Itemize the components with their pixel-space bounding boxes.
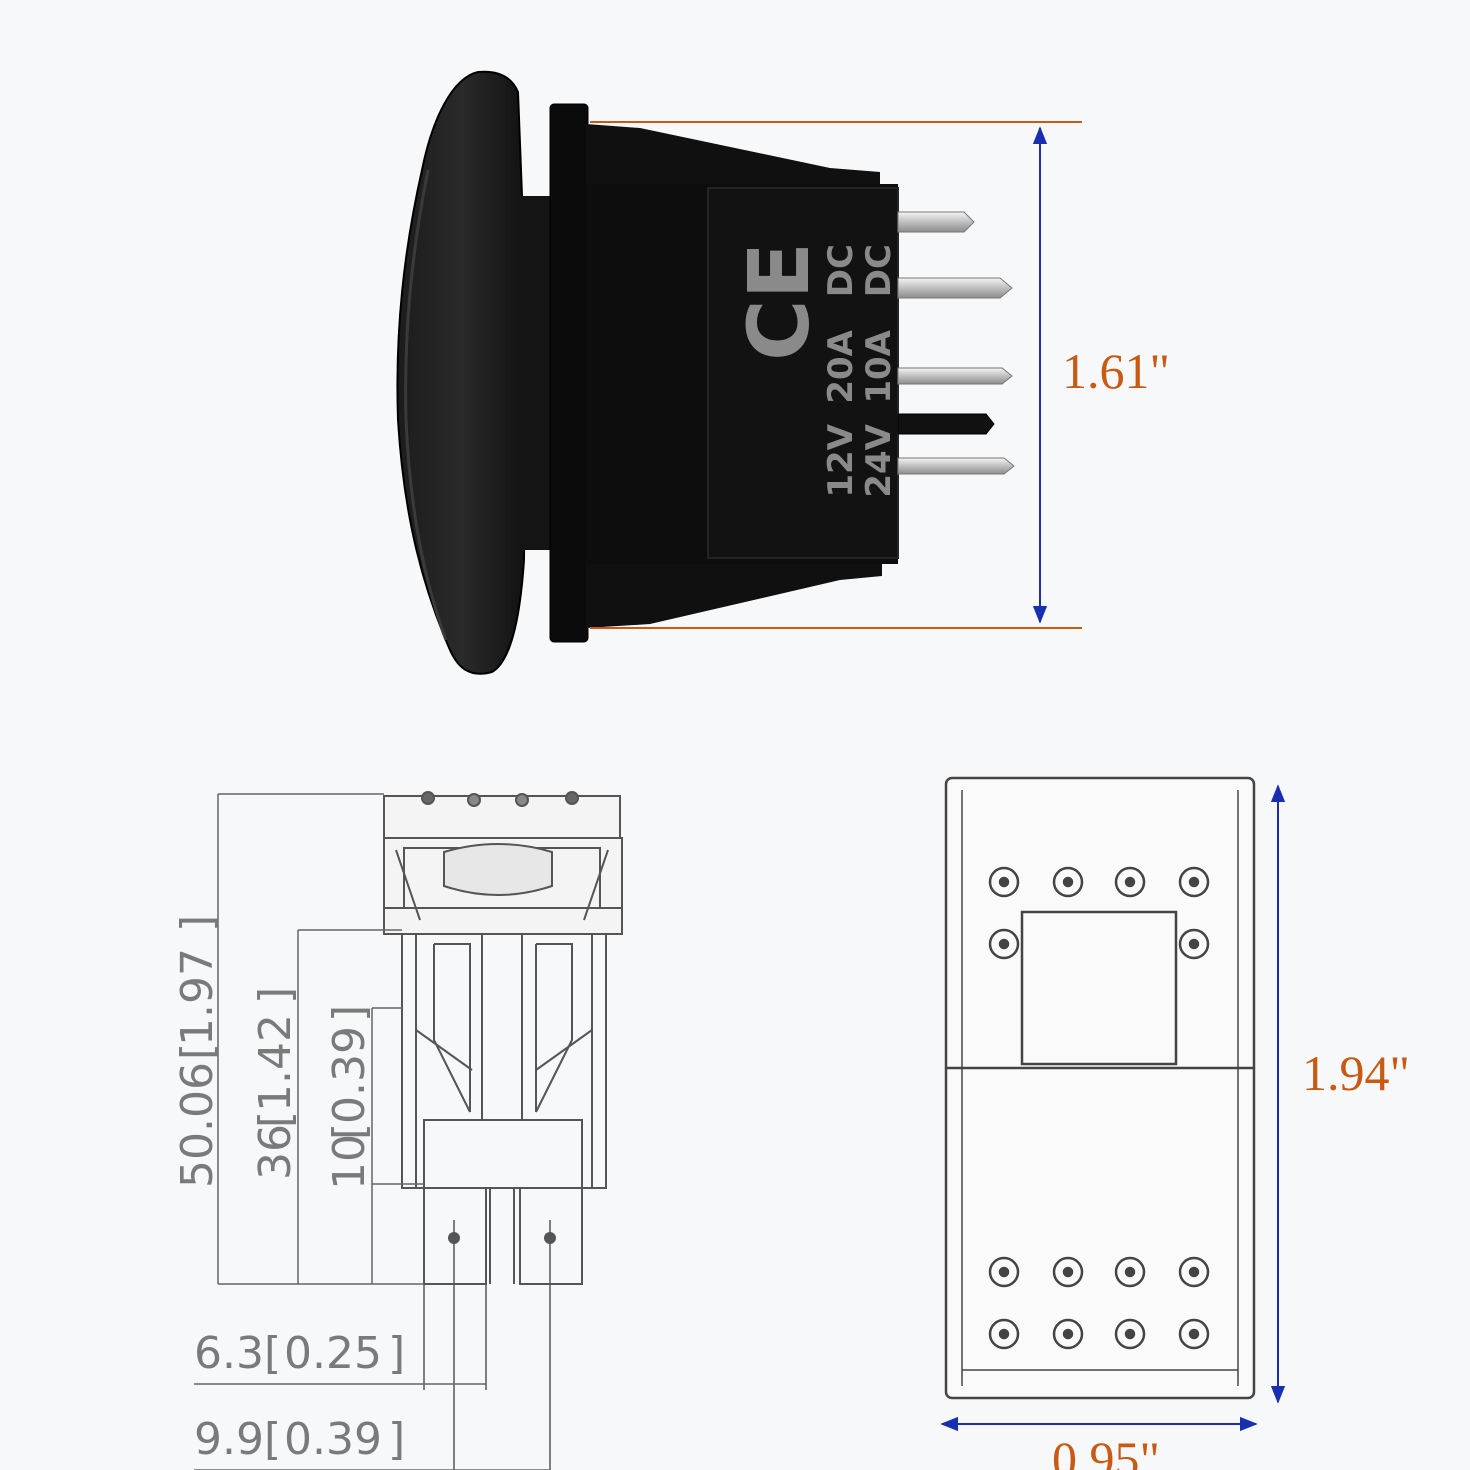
marking-24v: 24V (859, 423, 899, 497)
terminal-pin (897, 211, 975, 233)
led-dot (1114, 1256, 1146, 1288)
led-dot (1052, 1318, 1084, 1350)
led-dot (1052, 866, 1084, 898)
front-height-label: 1.94" (1302, 1045, 1410, 1101)
dim5-bracket: [ (264, 1414, 281, 1465)
dim4-bracket-close: ] (388, 1328, 405, 1379)
rocker-actuator (396, 70, 528, 675)
cad-cap-dot (421, 791, 435, 805)
led-dot (988, 1318, 1020, 1350)
side-view-dimension-text: 50.06 [ 1.97 ] 36 [ 1.42 ] 10 [ 0.39 ] 6… (172, 915, 405, 1465)
switch-photo: CE DC DC 20A 10A 12V 24V 1.61" (396, 70, 1170, 675)
led-dot (1114, 866, 1146, 898)
front-width-label: 0.95" (1052, 1431, 1160, 1470)
front-view-drawing (944, 776, 1256, 1400)
cad-body (401, 933, 607, 1189)
front-led-dots (988, 866, 1210, 1350)
terminal-pin (897, 457, 1015, 475)
housing-top-shoulder (586, 124, 880, 190)
led-dot (988, 1256, 1020, 1288)
marking-20a: 20A (821, 329, 861, 403)
side-view-dimensions (194, 793, 550, 1470)
marking-dc-2: DC (859, 244, 899, 297)
dim5-in: 0.39 (284, 1414, 382, 1465)
dim2-bracket: [ (250, 1111, 301, 1128)
dim3-in: 0.39 (324, 1026, 375, 1124)
side-view-drawing (383, 791, 623, 1470)
housing-label-panel (707, 187, 899, 559)
led-dot (988, 866, 1020, 898)
dim3-bracket: [ (324, 1123, 375, 1140)
dim4-mm: 6.3 (194, 1328, 264, 1379)
led-dot (1178, 1256, 1210, 1288)
cad-terminal (519, 1187, 583, 1285)
cad-lamp-window (443, 843, 553, 896)
dim2-in: 1.42 (250, 1014, 301, 1112)
cad-cap-dot (515, 793, 529, 807)
marking-10a: 10A (859, 329, 899, 403)
housing-bottom-shoulder (586, 558, 882, 628)
dim1-mm: 50.06 (172, 1062, 223, 1188)
cad-lower-block (423, 1119, 583, 1189)
marking-12v: 12V (821, 423, 861, 497)
dim3-mm: 10 (324, 1134, 375, 1190)
led-dot (1178, 866, 1210, 898)
dim5-mm: 9.9 (194, 1414, 264, 1465)
dim1-bracket-close: ] (172, 915, 223, 932)
terminal-pins (897, 211, 1015, 475)
dim1-in: 1.97 (172, 948, 223, 1046)
rocker-edge-highlight (404, 169, 448, 641)
dim1-bracket: [ (172, 1043, 223, 1060)
rocker-stem (518, 196, 552, 550)
front-outline (944, 776, 1256, 1400)
cad-cap-dot (467, 793, 481, 807)
mounting-bezel (549, 103, 589, 643)
dim4-bracket: [ (264, 1328, 281, 1379)
dim5-bracket-close: ] (388, 1414, 405, 1465)
photo-height-label: 1.61" (1062, 343, 1170, 399)
terminal-pin (897, 277, 1013, 299)
dim2-bracket-close: ] (250, 987, 301, 1004)
marking-dc-1: DC (821, 244, 861, 297)
led-dot (1178, 1318, 1210, 1350)
terminal-pin (897, 367, 1013, 385)
led-dot (1178, 928, 1210, 960)
cad-cap-dot (565, 791, 579, 805)
terminal-pin-black (897, 413, 995, 435)
cad-top-cap (383, 795, 621, 839)
front-lamp-window (1020, 910, 1178, 1066)
ce-mark: CE (730, 242, 828, 361)
housing-marking: CE DC DC 20A 10A 12V 24V (730, 242, 899, 498)
dim4-in: 0.25 (284, 1328, 382, 1379)
led-dot (1114, 1318, 1146, 1350)
dim3-bracket-close: ] (324, 1005, 375, 1022)
led-dot (988, 928, 1020, 960)
led-dot (1052, 1256, 1084, 1288)
dim2-mm: 36 (250, 1124, 301, 1180)
cad-terminal (423, 1187, 487, 1285)
